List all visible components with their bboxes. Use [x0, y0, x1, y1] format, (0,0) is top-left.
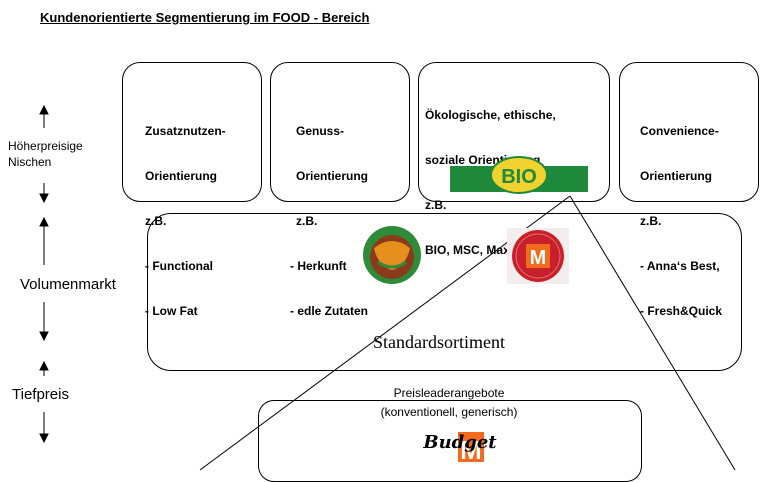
price-leader-box: [258, 400, 642, 482]
svg-text:M: M: [460, 435, 482, 465]
niche-text-genuss: Genuss- Orientierung z.B. - Herkunft - e…: [290, 124, 369, 318]
niche-text-zusatznutzen: Zusatznutzen- Orientierung z.B. - Functi…: [145, 124, 226, 318]
svg-text:BIO: BIO: [501, 166, 537, 188]
pyramid-right-line: [569, 195, 736, 471]
price-leader-text: Preisleaderangebote (konventionell, gene…: [380, 386, 518, 419]
arrow-hoeherpreisig: [39, 104, 49, 204]
niche-box-zusatznutzen: [122, 62, 262, 202]
swiss-round-logo: [363, 226, 421, 284]
label-hoeherpreisig: Höherpreisige Nischen: [8, 139, 83, 169]
label-tiefpreis: Tiefpreis: [12, 386, 69, 403]
svg-text:Budget: Budget: [422, 432, 497, 453]
label-volumenmarkt: Volumenmarkt: [20, 276, 116, 293]
budget-logo: M Budget: [422, 432, 497, 465]
arrow-tiefpreis: [39, 360, 49, 444]
volume-market-box: [147, 213, 742, 371]
migros-garantie-logo: M: [507, 228, 569, 284]
niche-text-convenience: Convenience- Orientierung z.B. - Anna‘s …: [640, 124, 723, 318]
arrow-volumenmarkt: [39, 216, 49, 342]
niche-box-genuss: [270, 62, 410, 202]
bio-logo: BIO: [450, 156, 588, 194]
standardsortiment-label: Standardsortiment: [373, 332, 505, 352]
niche-box-convenience: [619, 62, 759, 202]
page-title: Kundenorientierte Segmentierung im FOOD …: [40, 10, 370, 25]
svg-text:M: M: [530, 247, 547, 269]
